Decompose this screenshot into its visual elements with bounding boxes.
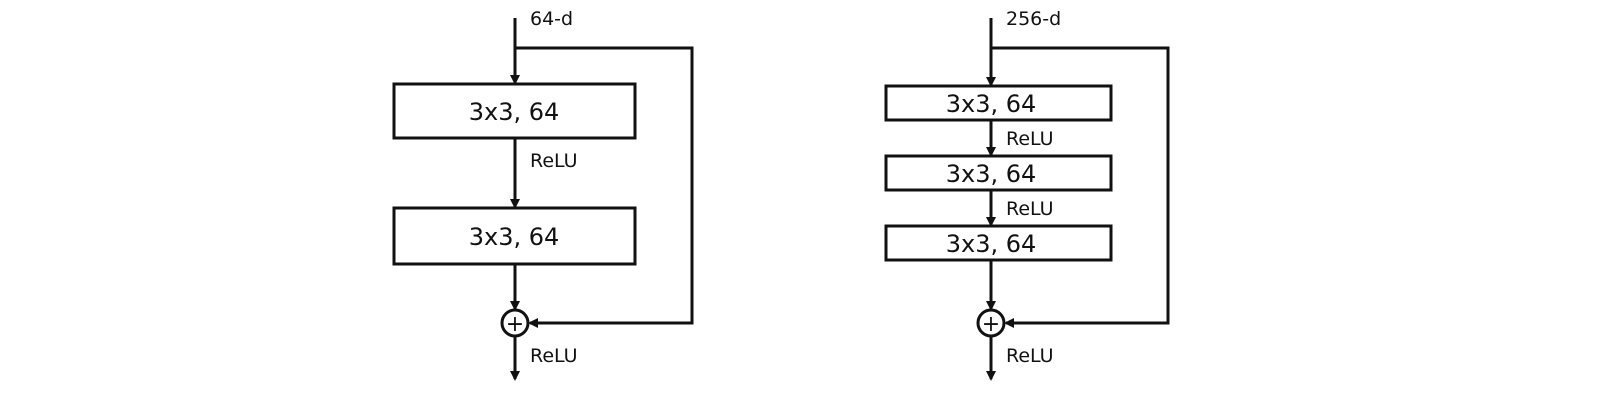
conv-layer-label: 3x3, 64 (469, 223, 560, 251)
shortcut-connection (991, 46, 1170, 328)
relu-label: ReLU (1006, 198, 1054, 220)
relu-label: ReLU (530, 150, 578, 172)
input-dim-label: 64-d (530, 8, 573, 30)
plus-icon: + (506, 312, 524, 337)
conv-layer-box (392, 206, 637, 266)
output-relu-label: ReLU (1006, 345, 1054, 367)
conv-layer-label: 3x3, 64 (946, 230, 1037, 258)
conv-layer-box (392, 82, 637, 140)
conv-layer-box (884, 154, 1113, 192)
conv-layer-label: 3x3, 64 (946, 90, 1037, 118)
shortcut-connection (515, 46, 694, 328)
right-residual-block: 256-d 3x3, 64 ReLU 3x3, 64 ReLU 3x3, 64 … (884, 8, 1170, 381)
left-residual-block: 64-d 3x3, 64 ReLU 3x3, 64 + ReLU (392, 8, 694, 381)
input-dim-label: 256-d (1006, 8, 1061, 30)
relu-label: ReLU (1006, 128, 1054, 150)
conv-layer-box (884, 84, 1113, 122)
conv-layer-box (884, 224, 1113, 262)
conv-layer-label: 3x3, 64 (946, 160, 1037, 188)
plus-icon: + (982, 312, 1000, 337)
conv-layer-label: 3x3, 64 (469, 98, 560, 126)
output-relu-label: ReLU (530, 345, 578, 367)
